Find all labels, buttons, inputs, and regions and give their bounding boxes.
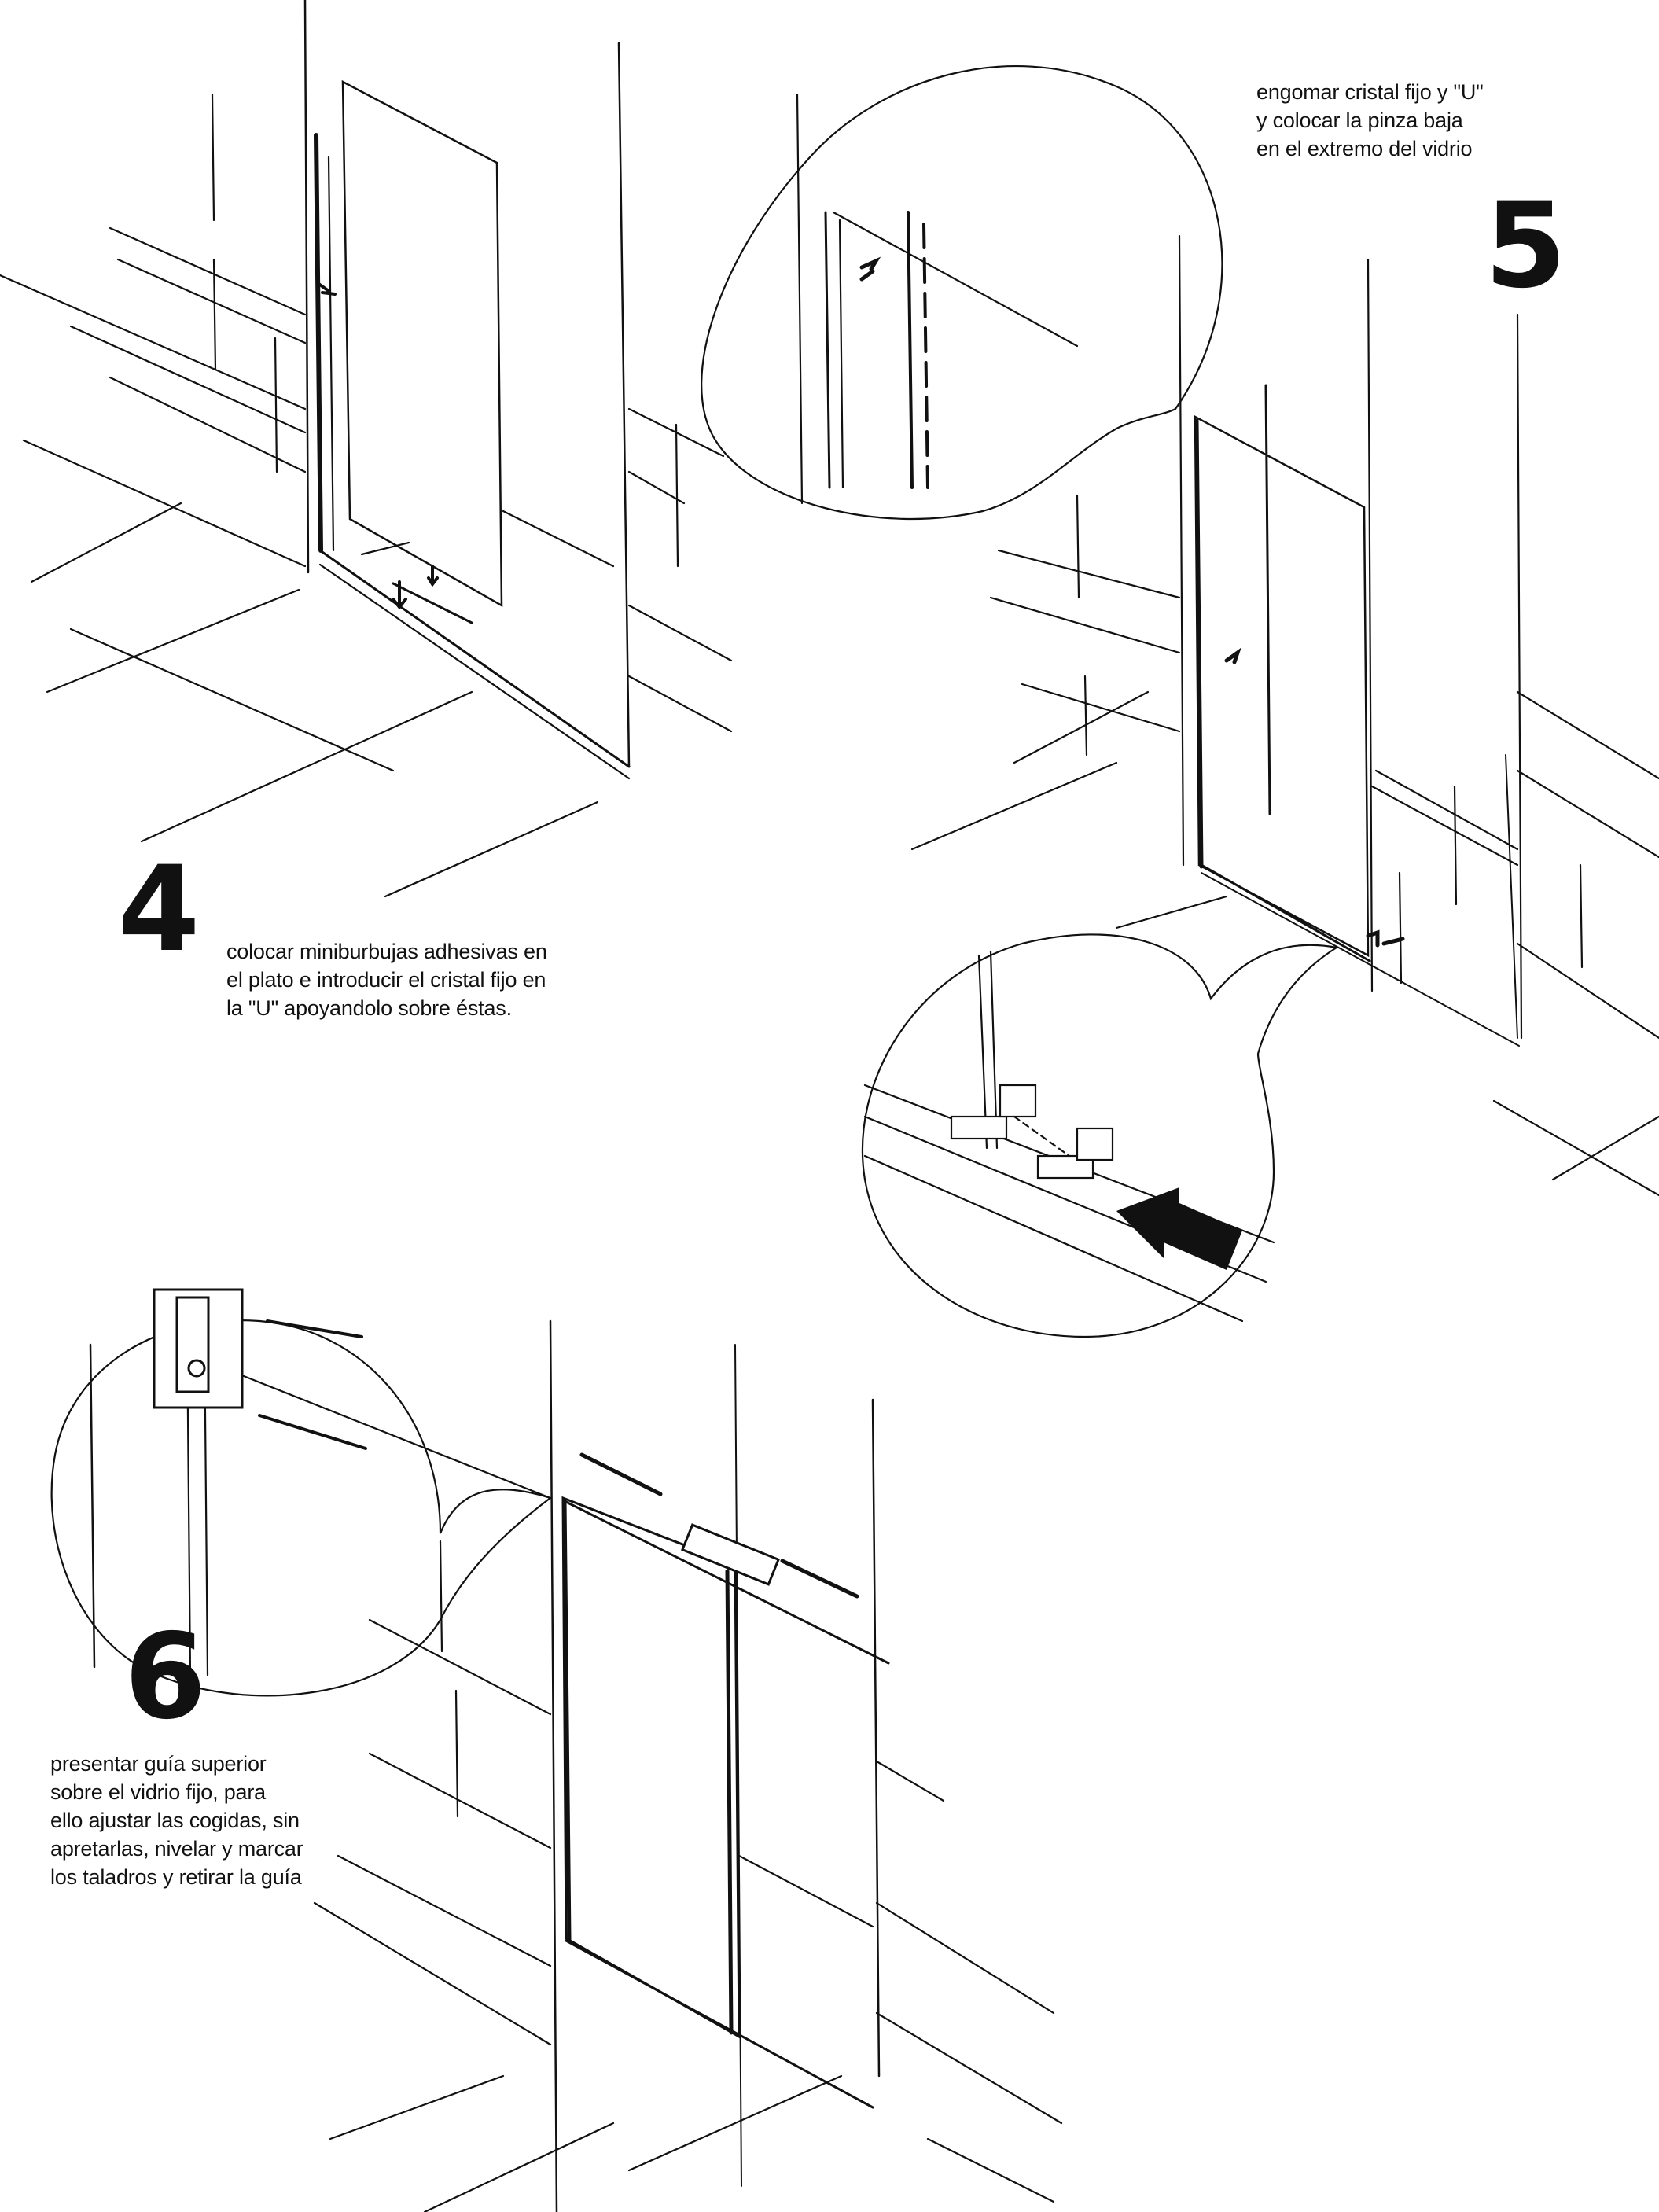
step-6-number: 6	[124, 1609, 207, 1746]
step-6-caption: presentar guía superior sobre el vidrio …	[50, 1752, 303, 1889]
step-5-caption: engomar cristal fijo y "U" y colocar la …	[1256, 80, 1484, 160]
step-4-scene	[0, 0, 733, 898]
step-5-scene	[701, 65, 1659, 1338]
step-4-number: 4	[118, 841, 200, 978]
step-6-scene	[50, 1288, 1063, 2212]
step-4-caption: colocar miniburbujas adhesivas en el pla…	[226, 940, 547, 1020]
step-5-number: 5	[1484, 178, 1567, 315]
